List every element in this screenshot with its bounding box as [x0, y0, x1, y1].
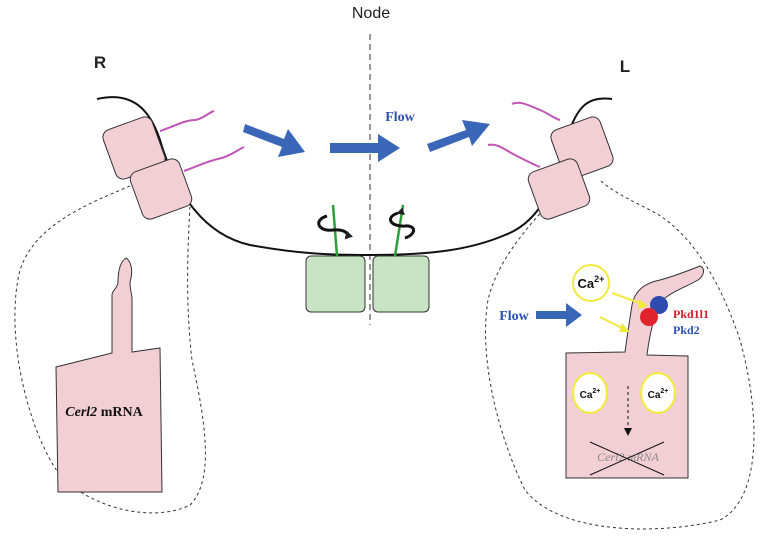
cerl2-crossed-label: Cerl2 mRNA	[597, 450, 659, 464]
left-side-label: L	[620, 57, 630, 76]
flow-arrow-right	[427, 120, 490, 152]
ca-influx-arrowhead-upper	[638, 299, 648, 309]
left-crown-cell-outline	[485, 179, 755, 530]
right-immotile-cilium-upper	[159, 110, 215, 132]
left-immotile-cilium-upper	[511, 101, 561, 121]
ca-inner-left-vesicle	[572, 372, 608, 414]
cerl2-mrna-suffix: mRNA	[97, 405, 143, 420]
cerl2-mrna-label: Cerl2 mRNA	[65, 405, 143, 420]
pkd2-protein	[650, 296, 668, 314]
ca-inner-right-label: Ca2+	[648, 388, 669, 401]
cerl2-gene-name: Cerl2	[65, 405, 97, 420]
ca-inner-right-vesicle	[640, 372, 676, 414]
rotation-arrow-left	[317, 214, 354, 240]
right-side-label: R	[94, 53, 106, 72]
flow-arrow-center	[330, 134, 400, 162]
right-crown-cell-lower	[129, 158, 193, 220]
degradation-arrowhead	[624, 428, 632, 436]
left-crown-cell-lower	[527, 158, 591, 220]
flow-label-top: Flow	[385, 110, 415, 125]
ca-inner-left-label: Ca2+	[580, 388, 601, 401]
pit-cell-left	[305, 255, 366, 313]
cross-line-2	[589, 441, 665, 476]
ca-outer-symbol: Ca	[578, 276, 595, 291]
ca-influx-arrowhead-lower	[619, 323, 630, 332]
node-label: Node	[352, 5, 390, 22]
rotation-arrow-right	[389, 207, 416, 240]
ca-inner-right-symbol: Ca	[648, 390, 661, 401]
ca-inner-left-charge: 2+	[592, 388, 600, 395]
ca-outer-vesicle	[572, 264, 610, 302]
pkd1l1-protein	[640, 308, 658, 326]
right-crown-cell-outline	[14, 185, 206, 514]
right-immotile-cilium-lower	[183, 146, 245, 172]
ca-inner-left-symbol: Ca	[580, 390, 593, 401]
flow-arrow-left	[243, 124, 305, 157]
pkd2-label: Pkd2	[673, 323, 700, 337]
ca-outer-charge: 2+	[594, 274, 604, 284]
flow-label-cell: Flow	[499, 309, 529, 324]
left-immotile-cilium-lower	[487, 143, 541, 168]
ca-outer-label: Ca2+	[578, 274, 605, 291]
pit-cell-right	[372, 255, 430, 313]
pkd1l1-label: Pkd1l1	[673, 307, 709, 321]
right-cell-body	[55, 257, 163, 493]
flow-arrow-cell	[536, 303, 582, 327]
ca-inner-right-charge: 2+	[660, 388, 668, 395]
